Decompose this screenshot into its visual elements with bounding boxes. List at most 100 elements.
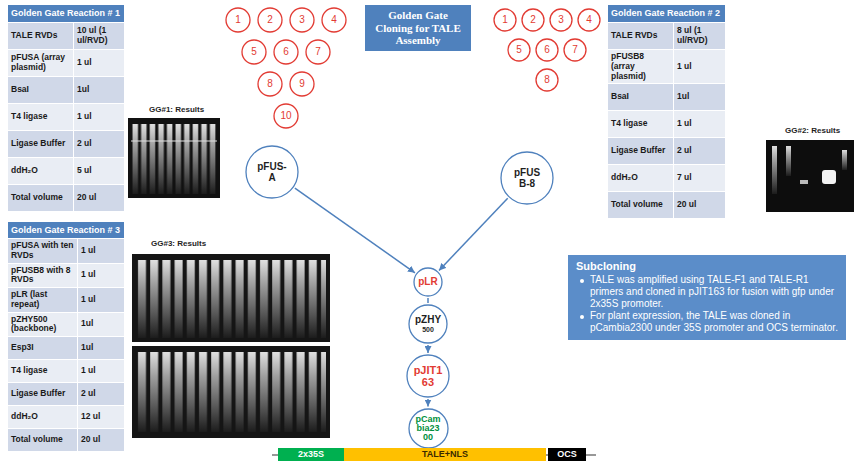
reagent-name: TALE RVDs xyxy=(608,23,674,50)
repeat-circle: 1 xyxy=(225,7,251,33)
cassette-segment: TALE+NLS xyxy=(344,448,546,461)
reagent-volume: 1ul xyxy=(674,84,726,111)
circle-shape xyxy=(536,39,558,61)
repeat-circle: 2 xyxy=(521,8,545,32)
circle-outline xyxy=(305,39,331,65)
gel-label: GG#2: Results xyxy=(784,126,841,135)
plasmid-name: pFUS-A xyxy=(257,161,286,184)
repeat-number: 3 xyxy=(299,14,305,26)
reagent-volume: 1 ul xyxy=(674,111,726,138)
repeat-number: 7 xyxy=(572,44,578,56)
circle-outline xyxy=(535,68,559,92)
circle-shape xyxy=(274,104,298,128)
plasmid-circle: pLR xyxy=(413,267,443,297)
repeat-circle: 7 xyxy=(563,38,587,62)
table-title: Golden Gate Reaction # 1 xyxy=(8,5,125,23)
title-text: Golden Gate Cloning for TALE Assembly xyxy=(370,9,466,47)
circle-shape xyxy=(578,9,600,31)
reagent-volume: 1 ul xyxy=(674,50,726,84)
reagent-name: TALE RVDs xyxy=(8,23,74,50)
reagent-volume: 20 ul xyxy=(74,185,125,212)
circle-shape xyxy=(258,8,282,32)
circle-outline xyxy=(535,38,559,62)
circle-shape xyxy=(242,40,266,64)
plasmid-circle: pCam bia23 00 xyxy=(408,408,449,449)
plasmid-name: pJIT1 63 xyxy=(414,364,443,388)
reagent-name: BsaI xyxy=(608,84,674,111)
circle-shape xyxy=(226,8,250,32)
connector-arrow xyxy=(295,188,415,273)
repeat-circle: 3 xyxy=(549,8,573,32)
cassette-line xyxy=(272,454,596,455)
reagent-name: pFUSA (array plasmid) xyxy=(8,50,74,77)
circle-outline xyxy=(507,38,531,62)
table-title: Golden Gate Reaction # 2 xyxy=(608,5,726,23)
plasmid-name: 500 xyxy=(415,326,441,333)
circle-shape xyxy=(522,9,544,31)
bullet-dot xyxy=(580,279,584,283)
repeat-number: 2 xyxy=(530,14,536,26)
reagent-name: Total volume xyxy=(8,185,74,212)
circle-shape xyxy=(258,72,282,96)
reagent-name: Esp3I xyxy=(8,337,78,360)
repeat-number: 5 xyxy=(516,44,522,56)
repeat-number: 1 xyxy=(235,14,241,26)
circle-outline xyxy=(408,304,448,344)
gel-label: GG#1: Results xyxy=(148,105,205,114)
connector-arrow xyxy=(439,198,508,270)
circle-outline xyxy=(408,408,449,449)
circle-outline xyxy=(241,39,267,65)
plasmid-circle: pZHY500 xyxy=(408,304,448,344)
circle-shape xyxy=(494,9,516,31)
circle-shape xyxy=(550,9,572,31)
reagent-name: pFUSB8 with 8 RVDs xyxy=(8,264,78,289)
repeat-circle: 6 xyxy=(273,39,299,65)
plasmid-name: pLR xyxy=(418,276,437,288)
circle-outline xyxy=(257,71,283,97)
segment-text: 2x35S xyxy=(298,448,324,461)
circle-shape xyxy=(306,40,330,64)
reagent-name: Ligase Buffer xyxy=(8,383,78,406)
repeat-number: 1 xyxy=(502,14,508,26)
reagent-name: BsaI xyxy=(8,77,74,104)
repeat-number: 8 xyxy=(544,74,550,86)
circle-outline xyxy=(273,103,299,129)
circle-shape xyxy=(322,8,346,32)
repeat-number: 2 xyxy=(267,14,273,26)
circle-outline xyxy=(549,8,573,32)
repeat-number: 4 xyxy=(586,14,592,26)
reagent-table: Golden Gate Reaction # 2TALE RVDs8 ul (1… xyxy=(608,5,726,219)
circle-shape xyxy=(536,69,558,91)
reagent-volume: 1ul xyxy=(78,313,125,338)
reagent-volume: 8 ul (1 ul/RVD) xyxy=(674,23,726,50)
reagent-volume: 1 ul xyxy=(78,239,125,264)
repeat-circle: 3 xyxy=(289,7,315,33)
circle-shape xyxy=(501,152,553,204)
note-bullet: For plant expression, the TALE was clone… xyxy=(590,310,838,334)
reagent-name: pZHY500 (backbone) xyxy=(8,313,78,338)
circle-shape xyxy=(564,39,586,61)
gel-label: GG#3: Results xyxy=(150,239,207,248)
reagent-volume: 20 ul xyxy=(78,429,125,452)
connector-arrow xyxy=(427,345,429,353)
reagent-volume: 10 ul (1 ul/RVD) xyxy=(74,23,125,50)
circle-outline xyxy=(289,71,315,97)
reagent-volume: 1 ul xyxy=(74,50,125,77)
segment-text: TALE+NLS xyxy=(422,448,468,461)
repeat-circle: 1 xyxy=(493,8,517,32)
reagent-volume: 1ul xyxy=(78,337,125,360)
repeat-number: 3 xyxy=(558,14,564,26)
cassette-segment: OCS xyxy=(548,448,586,461)
plasmid-circle: pFUS B-8 xyxy=(500,151,554,205)
circle-shape xyxy=(290,72,314,96)
reagent-volume: 1 ul xyxy=(78,360,125,383)
reagent-volume: 1ul xyxy=(74,77,125,104)
reagent-volume: 12 ul xyxy=(78,406,125,429)
circle-shape xyxy=(274,40,298,64)
reagent-volume: 2 ul xyxy=(78,383,125,406)
reagent-volume: 2 ul xyxy=(674,138,726,165)
repeat-number: 6 xyxy=(544,44,550,56)
reagent-name: T4 ligase xyxy=(608,111,674,138)
gel-image-2 xyxy=(766,140,854,212)
